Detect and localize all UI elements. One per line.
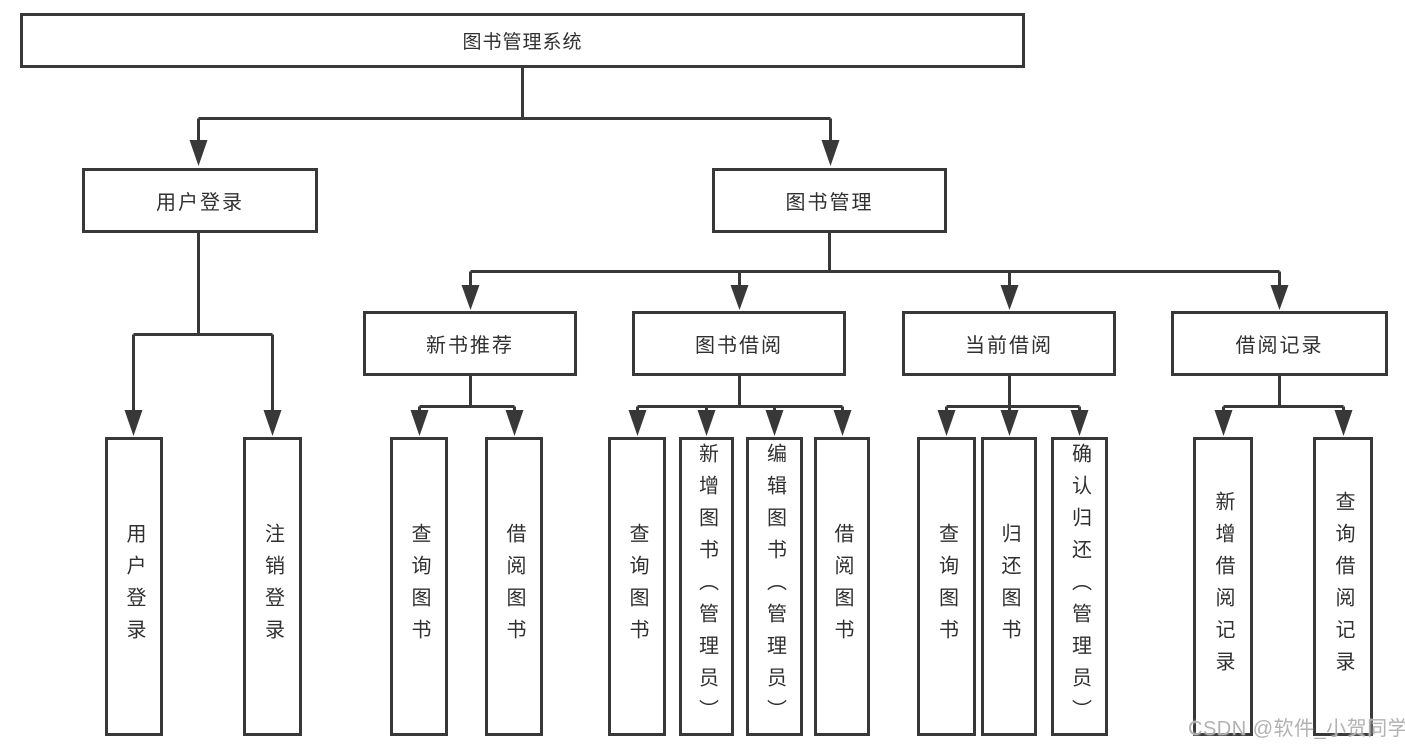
node-label: 归还图书: [998, 522, 1020, 651]
node-label: 确认归还（管理员）: [1068, 442, 1091, 731]
edge-borrow-records-to-leaves: [1222, 376, 1345, 413]
arrowhead-nb-borrow-books: [505, 410, 524, 436]
arrowhead-user-login: [189, 140, 208, 166]
node-label: 查询图书: [935, 522, 958, 651]
arrowhead-leaf-user-login: [124, 410, 143, 436]
arrowhead-bb-query-books: [628, 410, 647, 436]
arrowhead-cb-return-books: [1000, 410, 1019, 436]
edge-new-book-rec-to-leaves: [418, 376, 516, 413]
edge-book-mgmt-to-level3: [469, 233, 1281, 287]
node-label: 查询图书: [408, 522, 430, 651]
arrowhead-br-query-record: [1334, 410, 1353, 436]
arrowhead-cb-confirm-return: [1070, 410, 1089, 436]
node-label: 图书管理系统: [462, 32, 583, 53]
arrowhead-br-add-record: [1214, 410, 1233, 436]
leaf-cb-confirm-return-admin: 确认归还（管理员）: [1051, 437, 1108, 736]
edge-user-login-to-leaves: [132, 233, 274, 412]
edge-current-borrow-to-leaves: [945, 376, 1081, 413]
node-label: 查询图书: [626, 522, 648, 651]
csdn-watermark: CSDN @软件_小贺同学: [1188, 718, 1405, 740]
arrowhead-book-borrow: [730, 285, 749, 310]
node-label: 新增图书（管理员）: [695, 442, 718, 731]
node-label: 借阅图书: [831, 522, 853, 651]
leaf-bb-add-books-admin: 新增图书（管理员）: [679, 437, 734, 736]
node-current-borrowing: 当前借阅: [902, 311, 1116, 376]
edge-root-to-level2: [197, 68, 832, 142]
leaf-br-query-record: 查询借阅记录: [1313, 437, 1373, 736]
leaf-bb-query-books: 查询图书: [608, 437, 666, 736]
node-label: 图书管理: [785, 192, 874, 214]
arrowhead-borrow-records: [1270, 285, 1289, 310]
node-label: 注销登录: [261, 522, 284, 651]
leaf-nb-borrow-books: 借阅图书: [485, 437, 543, 736]
leaf-br-add-record: 新增借阅记录: [1193, 437, 1253, 736]
leaf-logout: 注销登录: [243, 437, 302, 736]
leaf-bb-borrow-books: 借阅图书: [814, 437, 870, 736]
leaf-user-login: 用户登录: [105, 437, 163, 736]
node-library-management-system: 图书管理系统: [20, 13, 1025, 68]
leaf-nb-query-books: 查询图书: [390, 437, 448, 736]
arrowhead-current-borrow: [1000, 285, 1019, 310]
node-label: 当前借阅: [965, 335, 1053, 357]
arrowhead-nb-query-books: [410, 410, 429, 436]
node-label: 新增借阅记录: [1212, 490, 1234, 683]
node-label: 图书借阅: [695, 335, 783, 357]
leaf-cb-return-books: 归还图书: [981, 437, 1037, 736]
arrowhead-bb-borrow-books: [833, 410, 852, 436]
edge-book-borrow-to-leaves: [636, 376, 844, 413]
arrowhead-book-mgmt: [821, 140, 840, 166]
node-label: 用户登录: [156, 192, 244, 214]
node-book-management: 图书管理: [712, 168, 947, 233]
arrowhead-new-book-rec: [461, 285, 480, 310]
node-label: 新书推荐: [426, 335, 514, 357]
node-book-borrowing: 图书借阅: [632, 311, 846, 376]
leaf-cb-query-books: 查询图书: [917, 437, 976, 736]
node-borrowing-records: 借阅记录: [1171, 311, 1388, 376]
node-new-book-recommendation: 新书推荐: [363, 311, 577, 376]
arrowhead-bb-add-books: [697, 410, 716, 436]
node-label: 用户登录: [123, 522, 145, 651]
node-label: 编辑图书（管理员）: [763, 442, 786, 731]
arrowhead-cb-query-books: [937, 410, 956, 436]
node-user-login: 用户登录: [82, 168, 318, 233]
node-label: 查询借阅记录: [1332, 490, 1354, 683]
arrowhead-bb-edit-books: [765, 410, 784, 436]
arrowhead-leaf-logout: [263, 410, 282, 436]
node-label: 借阅图书: [503, 522, 525, 651]
node-label: 借阅记录: [1235, 335, 1324, 357]
leaf-bb-edit-books-admin: 编辑图书（管理员）: [746, 437, 803, 736]
